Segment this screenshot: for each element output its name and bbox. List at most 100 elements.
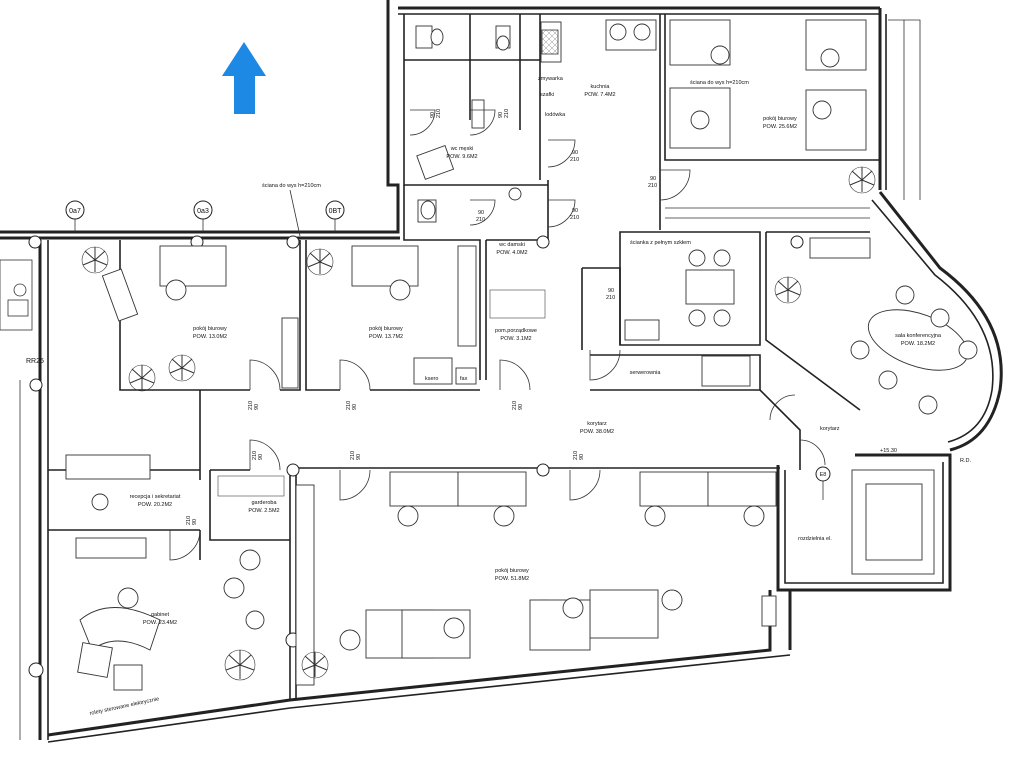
door-height: 210 <box>350 451 356 460</box>
kitchen-note-cabinets: szafki <box>540 92 554 98</box>
room-name-open-office: pokój biurowy <box>495 568 529 574</box>
door-size-labels: 90 210 90 210 90 210 90 210 90 210 90 21… <box>186 109 657 525</box>
kitchen-note-dishwasher: zmywarka <box>538 76 564 82</box>
room-area-office-ne: POW. 25.6M2 <box>763 124 797 130</box>
door-height: 210 <box>648 183 657 189</box>
room-name-conference: sala konferencyjna <box>895 333 942 339</box>
room-name-reception: recepcja i sekretariat <box>130 494 181 500</box>
room-name-corridor: korytarz <box>587 421 607 427</box>
door-height: 210 <box>248 401 254 410</box>
note-wall-height: ściana do wys h=210cm <box>262 183 321 189</box>
reception-room: recepcja i sekretariat POW. 20.2M2 <box>65 454 181 511</box>
axis-label-d: E8 <box>820 472 827 478</box>
room-area-wc-women: POW. 4.0M2 <box>496 250 527 256</box>
office-2-room: ksero fax pokój biurowy POW. 13.7M2 <box>351 245 477 385</box>
door-width: 90 <box>430 112 436 118</box>
interior-walls <box>48 14 880 700</box>
note-glass-partition: ścianka z pełnym szkłem <box>630 240 691 246</box>
copier-label: ksero <box>425 376 438 382</box>
door-width: 90 <box>579 454 585 460</box>
note-wall-height-b: ściana do wys h=210cm <box>690 80 749 86</box>
door-height: 210 <box>606 295 615 301</box>
room-area-cleaning: POW. 3.1M2 <box>500 336 531 342</box>
door-width: 90 <box>352 404 358 410</box>
door-height: 210 <box>573 451 579 460</box>
door-height: 210 <box>436 109 442 118</box>
grid-mark: RR25 <box>26 358 44 365</box>
room-name-kitchen: kuchnia <box>591 84 611 90</box>
room-name-wardrobe: garderoba <box>251 500 277 506</box>
columns <box>28 235 804 678</box>
small-meeting-room <box>685 249 735 327</box>
door-height: 210 <box>476 217 485 223</box>
room-area-conference: POW. 18.2M2 <box>901 341 935 347</box>
room-area-kitchen: POW. 7.4M2 <box>584 92 615 98</box>
room-name-switchboard: rozdzielnia el. <box>798 536 832 542</box>
door-width: 90 <box>192 519 198 525</box>
door-width: 90 <box>254 404 260 410</box>
open-office-room: pokój biurowy POW. 51.8M2 <box>339 471 777 659</box>
door-width: 90 <box>518 404 524 410</box>
room-name-wc-men: wc męski <box>450 146 474 152</box>
door-height: 210 <box>186 516 192 525</box>
server-room: serwerownia <box>630 355 751 387</box>
door-width: 90 <box>498 112 504 118</box>
rd-mark: R.D. <box>960 458 971 464</box>
exterior-walls <box>0 0 1003 743</box>
conference-room: sala konferencyjna POW. 18.2M2 <box>850 285 978 415</box>
door-height: 210 <box>252 451 258 460</box>
storage-cabinets <box>75 237 871 686</box>
axis-label-b: 0a3 <box>197 208 209 215</box>
left-edge-elements <box>0 259 33 740</box>
door-height: 210 <box>512 401 518 410</box>
office-ne-room: pokój biurowy POW. 25.6M2 <box>669 19 867 151</box>
room-area-wardrobe: POW. 2.5M2 <box>248 508 279 514</box>
door-width: 90 <box>478 210 484 216</box>
wc-women-room: wc damski POW. 4.0M2 <box>417 187 528 256</box>
door-width: 90 <box>608 288 614 294</box>
room-name-office-1: pokój biurowy <box>193 326 227 332</box>
kitchen-note-fridge: lodówka <box>545 112 566 118</box>
level-mark: +15.30 <box>880 448 897 454</box>
room-name-office-2: pokój biurowy <box>369 326 403 332</box>
axis-label-a: 0a7 <box>69 208 81 215</box>
cleaning-room: pom.porządkowe POW. 3.1M2 <box>489 289 546 342</box>
north-arrow-icon <box>222 42 266 114</box>
office-1-room: pokój biurowy POW. 13.0M2 <box>101 245 227 340</box>
doors <box>169 109 826 561</box>
room-area-wc-men: POW. 9.6M2 <box>446 154 477 160</box>
plants <box>81 166 876 681</box>
door-width: 90 <box>650 176 656 182</box>
door-width: 90 <box>572 208 578 214</box>
room-name-server: serwerownia <box>630 370 662 376</box>
room-name-wc-women: wc damski <box>498 242 525 248</box>
door-height: 210 <box>346 401 352 410</box>
switchboard-room: rozdzielnia el. +15.30 R.D. <box>798 448 971 575</box>
door-width: 90 <box>258 454 264 460</box>
door-height: 210 <box>570 157 579 163</box>
room-name-cabinet: gabinet <box>151 612 170 618</box>
kitchen-room: zmywarka szafki lodówka kuchnia POW. 7.4… <box>538 19 657 118</box>
door-height: 210 <box>570 215 579 221</box>
terrace-lines <box>665 19 921 219</box>
note-blinds: rolety sterowane elektrycznie <box>89 696 160 717</box>
room-area-office-1: POW. 13.0M2 <box>193 334 227 340</box>
door-width: 90 <box>572 150 578 156</box>
axis-bubbles: 0a7 0a3 0BT E8 <box>65 200 831 500</box>
door-height: 210 <box>504 109 510 118</box>
room-name-office-ne: pokój biurowy <box>763 116 797 122</box>
wc-men-room: wc męski POW. 9.6M2 <box>415 25 511 180</box>
cabinet-room: gabinet POW. 23.4M2 <box>77 549 265 691</box>
door-width: 90 <box>356 454 362 460</box>
wardrobe-room: garderoba POW. 2.5M2 <box>217 475 285 514</box>
fax-label: fax <box>460 376 468 382</box>
room-area-open-office: POW. 51.8M2 <box>495 576 529 582</box>
room-area-corridor: POW. 38.0M2 <box>580 429 614 435</box>
room-area-reception: POW. 20.2M2 <box>138 502 172 508</box>
room-area-cabinet: POW. 23.4M2 <box>143 620 177 626</box>
axis-label-c: 0BT <box>329 208 343 215</box>
room-name-cleaning: pom.porządkowe <box>495 328 537 334</box>
room-area-office-2: POW. 13.7M2 <box>369 334 403 340</box>
room-name-corridor-small: korytarz <box>820 426 840 432</box>
